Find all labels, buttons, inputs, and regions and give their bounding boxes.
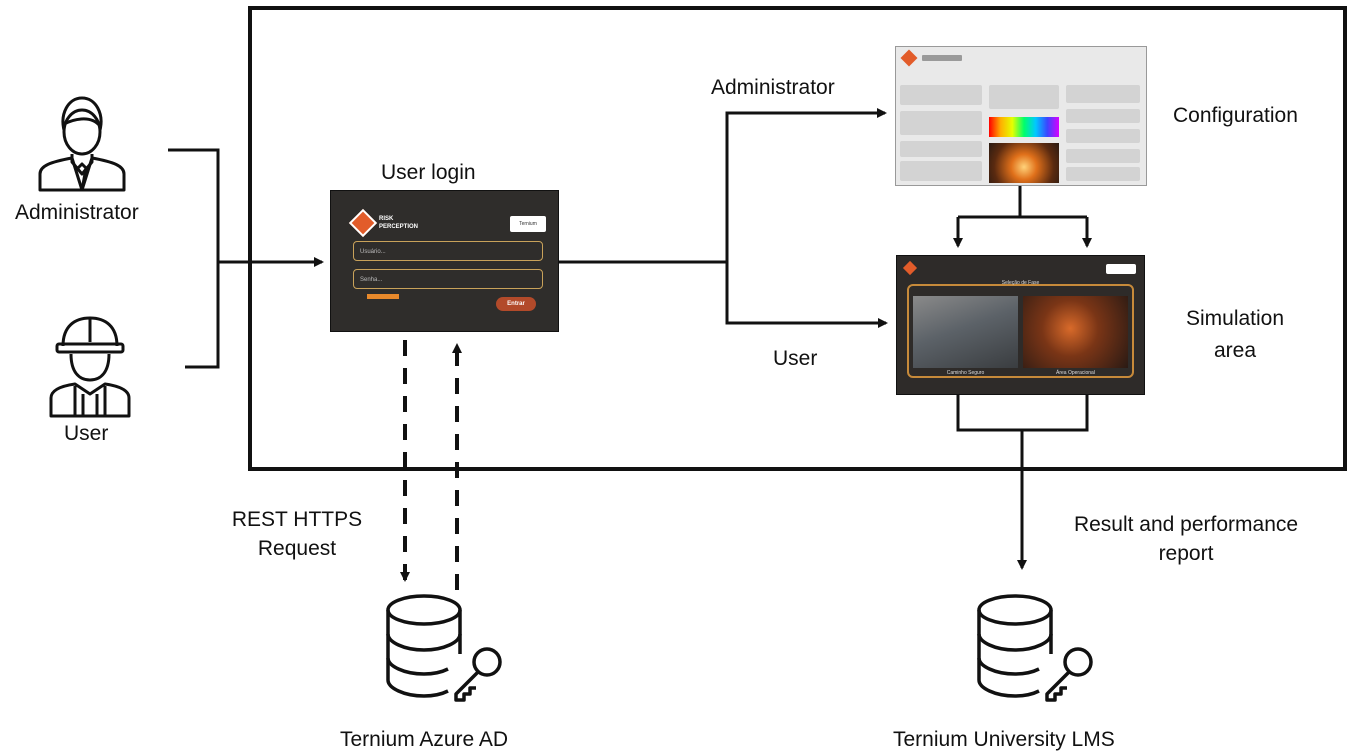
config-preview-image: [989, 143, 1059, 183]
config-panel: [1066, 109, 1140, 123]
config-panel: [900, 85, 982, 105]
config-panel: [989, 85, 1059, 109]
risk-perception-logo-icon: [348, 208, 378, 238]
sim-bracket: [956, 393, 1089, 432]
actor-admin-label: Administrator: [15, 201, 139, 224]
enter-button: Entrar: [496, 297, 536, 311]
config-logo-icon: [900, 49, 918, 67]
branch-user-line: [725, 262, 888, 328]
sim-option-1-image: [913, 296, 1018, 368]
actor-user-label: User: [64, 422, 109, 445]
sim-option-2-label: Área Operacional: [1056, 370, 1095, 376]
sim-option-2-image: [1023, 296, 1128, 368]
config-panel: [1066, 129, 1140, 143]
config-panel: [900, 161, 982, 181]
sim-brand: [1106, 264, 1136, 274]
branch-admin-line: [725, 108, 887, 262]
sim-logo-icon: [902, 260, 918, 276]
login-accent-bar: [367, 294, 399, 299]
db-lms-label: Ternium University LMS: [893, 728, 1115, 751]
sim-frame: [907, 284, 1134, 378]
login-brand: Ternium: [510, 216, 546, 232]
username-field: Usuário...: [353, 241, 543, 261]
sim-option-1-label: Caminho Seguro: [946, 370, 985, 376]
config-bar: [922, 55, 962, 61]
actor-bracket: [168, 148, 220, 369]
config-panel: [900, 111, 982, 135]
branch-user-label: User: [773, 347, 818, 370]
admin-person-icon: [38, 96, 126, 192]
config-panel: [1066, 85, 1140, 103]
sim-title: Seleção de Fase: [1001, 280, 1040, 286]
user-login-label: User login: [381, 161, 476, 184]
simulation-screenshot: Seleção de Fase Caminho Seguro Área Oper…: [896, 255, 1145, 395]
configuration-label: Configuration: [1173, 104, 1298, 127]
database-key-icon: [386, 594, 502, 702]
config-color-gradient: [989, 117, 1059, 137]
configuration-screenshot: [895, 46, 1147, 186]
branch-admin-label: Administrator: [711, 76, 835, 99]
config-panel: [1066, 149, 1140, 163]
config-panel: [900, 141, 982, 157]
config-panel: [1066, 167, 1140, 181]
db-azure-label: Ternium Azure AD: [340, 728, 509, 751]
password-field: Senha...: [353, 269, 543, 289]
user-worker-icon: [49, 316, 131, 418]
database-key-icon: [977, 594, 1093, 702]
system-boundary: [248, 6, 1347, 471]
